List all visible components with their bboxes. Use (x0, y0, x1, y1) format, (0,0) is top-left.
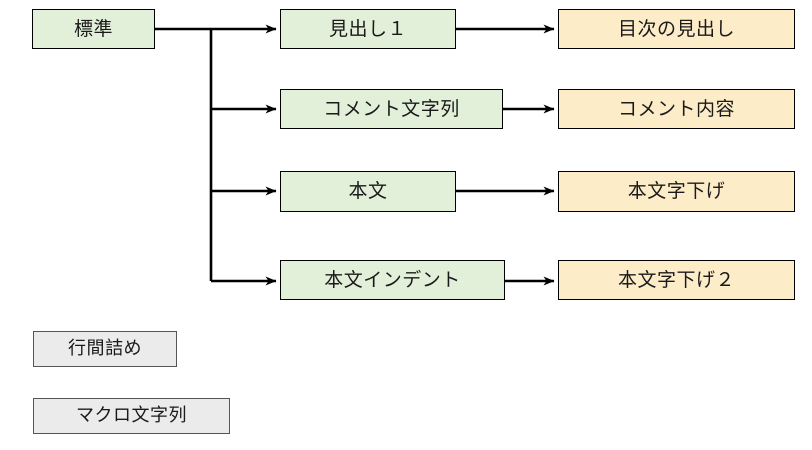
node-comment-string[interactable]: コメント文字列 (280, 89, 503, 129)
node-body-shift[interactable]: 本文字下げ (558, 171, 795, 212)
node-label: 見出し１ (328, 17, 407, 40)
connector-lines (155, 24, 555, 286)
node-label: 目次の見出し (617, 17, 735, 40)
node-label: コメント内容 (617, 97, 735, 120)
node-body-shift-2[interactable]: 本文字下げ２ (558, 260, 795, 300)
node-toc-heading[interactable]: 目次の見出し (558, 9, 795, 49)
node-label: 行間詰め (68, 338, 142, 359)
node-label: 本文インデント (324, 268, 461, 291)
node-heading1[interactable]: 見出し１ (280, 9, 456, 49)
node-label: マクロ文字列 (76, 405, 187, 426)
node-comment-content[interactable]: コメント内容 (558, 89, 795, 129)
node-body-text[interactable]: 本文 (280, 171, 456, 212)
node-line-spacing[interactable]: 行間詰め (33, 331, 177, 367)
node-label: 本文字下げ２ (617, 268, 735, 291)
node-macro-string[interactable]: マクロ文字列 (33, 398, 230, 434)
node-label: 本文字下げ (627, 180, 726, 202)
node-root[interactable]: 標準 (32, 9, 155, 49)
node-label: 標準 (73, 17, 113, 40)
node-body-indent[interactable]: 本文インデント (280, 260, 505, 300)
node-label: 本文 (348, 180, 388, 202)
node-label: コメント文字列 (323, 97, 460, 120)
